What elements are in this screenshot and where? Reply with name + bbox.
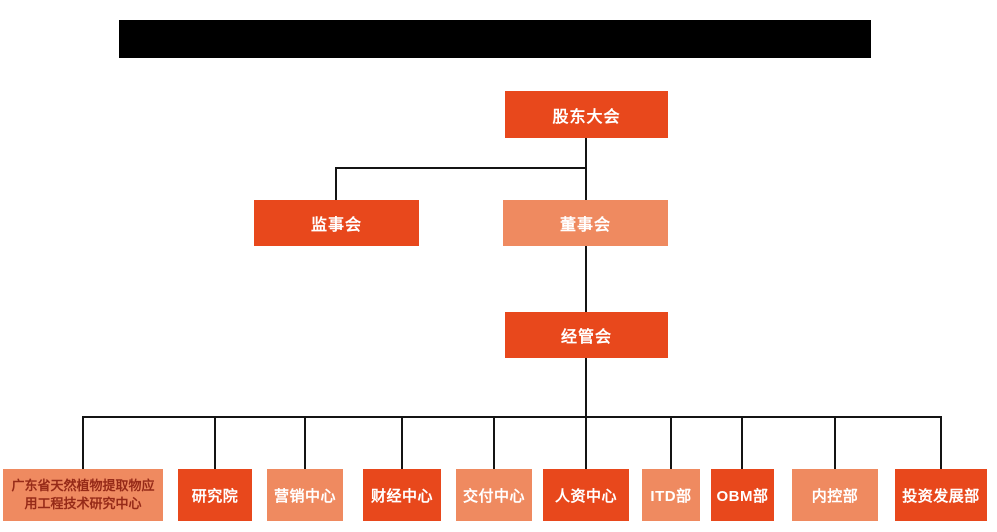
org-node-management-committee: 经管会 — [505, 312, 668, 358]
connector-line — [670, 416, 672, 469]
org-node-internal-control-dept: 内控部 — [792, 469, 878, 521]
connector-line — [214, 416, 216, 469]
org-node-research-institute: 研究院 — [178, 469, 252, 521]
org-node-itd-dept: ITD部 — [642, 469, 700, 521]
connector-line — [585, 416, 587, 469]
connector-line — [82, 416, 942, 418]
connector-line — [335, 167, 587, 169]
org-node-marketing-center: 营销中心 — [267, 469, 343, 521]
connector-line — [335, 167, 337, 200]
connector-line — [401, 416, 403, 469]
connector-line — [940, 416, 942, 469]
connector-line — [585, 358, 587, 416]
org-node-research-center: 广东省天然植物提取物应用工程技术研究中心 — [3, 469, 163, 521]
org-node-finance-center: 财经中心 — [363, 469, 441, 521]
connector-line — [304, 416, 306, 469]
org-node-obm-dept: OBM部 — [711, 469, 774, 521]
connector-line — [741, 416, 743, 469]
org-node-shareholders-meeting: 股东大会 — [505, 91, 668, 138]
org-node-hr-center: 人资中心 — [543, 469, 629, 521]
connector-line — [834, 416, 836, 469]
redacted-title-bar — [119, 20, 871, 58]
connector-line — [493, 416, 495, 469]
connector-line — [585, 167, 587, 200]
connector-line — [585, 138, 587, 168]
connector-line — [585, 246, 587, 312]
org-node-board-of-directors: 董事会 — [503, 200, 668, 246]
connector-line — [82, 416, 84, 469]
org-node-delivery-center: 交付中心 — [456, 469, 532, 521]
org-node-investment-development-dept: 投资发展部 — [895, 469, 987, 521]
org-node-supervisory-board: 监事会 — [254, 200, 419, 246]
